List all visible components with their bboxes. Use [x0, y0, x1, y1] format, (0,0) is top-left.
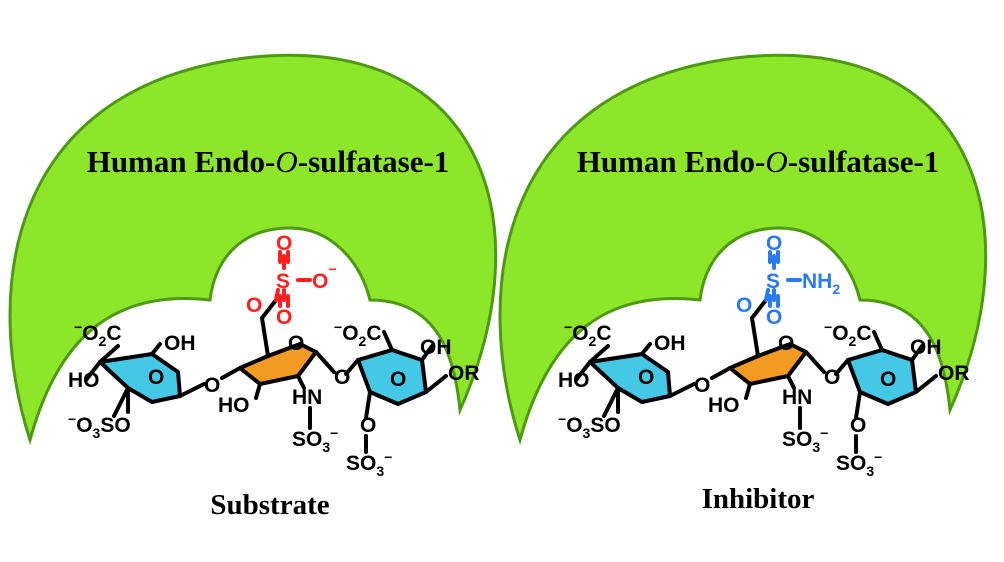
- right-link-o: O: [334, 366, 350, 389]
- right-o-label: O: [850, 414, 866, 437]
- center-so3-label: SO3−: [292, 425, 338, 455]
- right-ring-o: O: [390, 368, 406, 391]
- left-co2-label: −O2C: [74, 319, 122, 349]
- sulfamate-bottom-o: O: [766, 306, 782, 329]
- enzyme-title: Human Endo-O-sulfatase-1: [577, 144, 940, 179]
- panel-inhibitor: Human Endo-O-sulfatase-1 −O2C OH HO O −O…: [498, 53, 988, 515]
- sulfate-linker-o: O: [246, 294, 262, 317]
- sulfamate-s: S: [766, 270, 780, 293]
- sulfate-bottom-o: O: [276, 306, 292, 329]
- left-ring-o: O: [148, 366, 164, 389]
- right-o-label: O: [360, 414, 376, 437]
- left-oh-label: OH: [164, 332, 196, 355]
- molecule-inhibitor: −O2C OH HO O −O3SO O O HO HN SO3− O O S …: [558, 232, 970, 479]
- molecule-substrate: −O2C OH HO O −O3SO O O HO HN SO3− O O S: [68, 232, 480, 479]
- right-or-label: OR: [448, 362, 480, 385]
- right-so3-label: SO3−: [346, 449, 392, 479]
- enzyme-title: Human Endo-O-sulfatase-1: [87, 144, 450, 179]
- sulfate-top-o: O: [276, 232, 292, 255]
- sulfamate-group: O S O O NH2: [736, 232, 840, 329]
- right-oh-label: OH: [910, 336, 942, 359]
- sulfate-s: S: [276, 270, 290, 293]
- left-ring-o: O: [638, 366, 654, 389]
- right-so3-label: SO3−: [836, 449, 882, 479]
- left-link-o: O: [204, 374, 220, 397]
- center-ring-o: O: [778, 332, 794, 355]
- right-oh-label: OH: [420, 336, 452, 359]
- right-or-label: OR: [938, 362, 970, 385]
- center-ring-o: O: [288, 332, 304, 355]
- center-hn-label: HN: [292, 386, 322, 409]
- right-ring-o: O: [880, 368, 896, 391]
- left-ho-label: HO: [558, 369, 590, 392]
- right-link-o: O: [824, 366, 840, 389]
- left-link-o: O: [694, 374, 710, 397]
- sulfate-right-label: O−: [312, 261, 337, 293]
- panel-caption: Inhibitor: [702, 483, 815, 515]
- panel-substrate: Human Endo-O-sulfatase-1 −O2C OH HO O −O…: [8, 53, 498, 521]
- right-co2-label: −O2C: [334, 319, 382, 349]
- panel-caption: Substrate: [210, 489, 329, 521]
- center-so3-label: SO3−: [782, 425, 828, 455]
- center-ho-label: HO: [708, 394, 740, 417]
- sulfamate-top-o: O: [766, 232, 782, 255]
- center-hn-label: HN: [782, 386, 812, 409]
- sulfate-group: O S O O O−: [246, 232, 337, 329]
- left-co2-label: −O2C: [564, 319, 612, 349]
- left-ho-label: HO: [68, 369, 100, 392]
- left-o3so-label: −O3SO: [68, 411, 131, 441]
- center-ho-label: HO: [218, 394, 250, 417]
- sulfamate-linker-o: O: [736, 294, 752, 317]
- left-oh-label: OH: [654, 332, 686, 355]
- sulfamate-right-label: NH2: [802, 270, 840, 297]
- right-co2-label: −O2C: [824, 319, 872, 349]
- left-o3so-label: −O3SO: [558, 411, 621, 441]
